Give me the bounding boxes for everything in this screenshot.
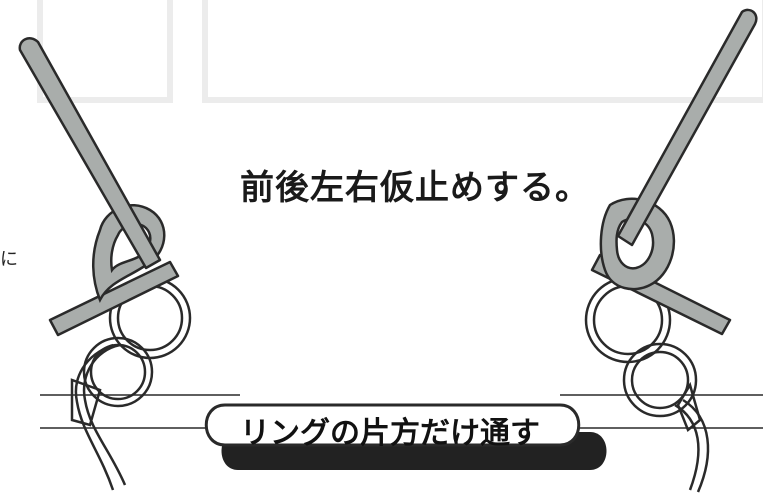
label-text: リングの片方だけ通す — [240, 416, 540, 451]
ring-clip-left-icon — [70, 276, 192, 491]
needle-stick-left-icon — [48, 260, 180, 337]
left-assembly — [18, 37, 192, 491]
side-fragment: に — [0, 249, 18, 270]
right-assembly — [584, 8, 758, 493]
label-pill — [204, 403, 607, 470]
knot-right-icon — [599, 197, 676, 291]
background-bleed — [37, 0, 763, 103]
table-lines — [40, 394, 763, 429]
caption-text: 前後左右仮止めする。 — [240, 168, 590, 208]
